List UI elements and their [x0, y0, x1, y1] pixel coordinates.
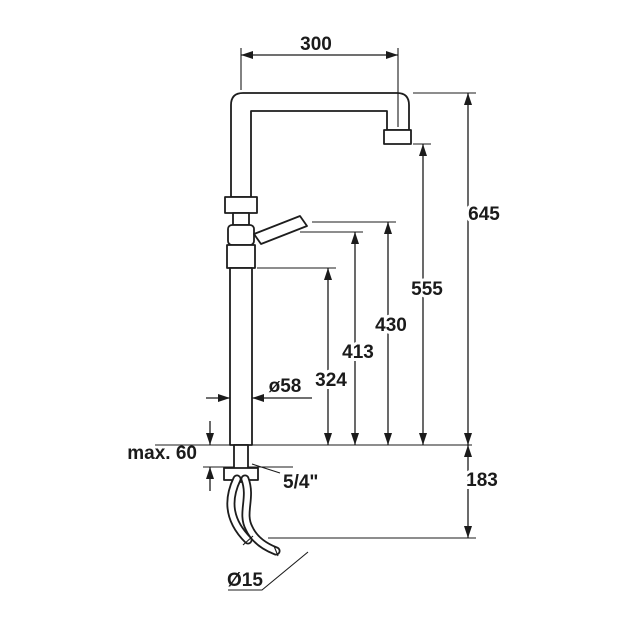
hose-left-end-cap [242, 535, 254, 546]
leader-thread [251, 463, 281, 474]
spout-tube [230, 92, 410, 198]
dim-label-height-total: 645 [468, 204, 500, 225]
mounting-deck [155, 444, 472, 468]
under-deck [223, 444, 281, 557]
dim-label-height-324: 324 [315, 370, 347, 391]
dim-label-depth-below-deck: 183 [466, 470, 498, 491]
dimension-lines [206, 51, 472, 538]
dim-label-height-413: 413 [342, 342, 374, 363]
faucet [224, 92, 412, 446]
neck [232, 212, 250, 226]
dim-label-body-diameter: ø58 [269, 376, 302, 397]
dim-label-height-430: 430 [375, 315, 407, 336]
dimension-labels: 300 645 555 430 413 324 ø58 max. 60 5/4"… [127, 34, 503, 591]
cartridge-cap [227, 224, 255, 246]
dim-label-hose-diameter: Ø15 [227, 570, 263, 591]
dim-label-height-outlet: 555 [411, 279, 443, 300]
riser-nut [224, 196, 258, 214]
dim-label-max-deck-thickness: max. 60 [127, 443, 197, 464]
body-upper [226, 244, 256, 269]
aerator [383, 129, 412, 145]
hose-left-inner [228, 476, 251, 543]
hose-right-end-cap [273, 545, 279, 557]
hose-right-inner [242, 476, 279, 554]
leader-hose-diameter [228, 551, 309, 591]
leader-lines [228, 463, 309, 591]
dim-label-thread-size: 5/4" [283, 472, 318, 493]
body-column [229, 267, 253, 446]
lever-handle [253, 215, 308, 245]
dim-label-reach: 300 [300, 34, 332, 55]
